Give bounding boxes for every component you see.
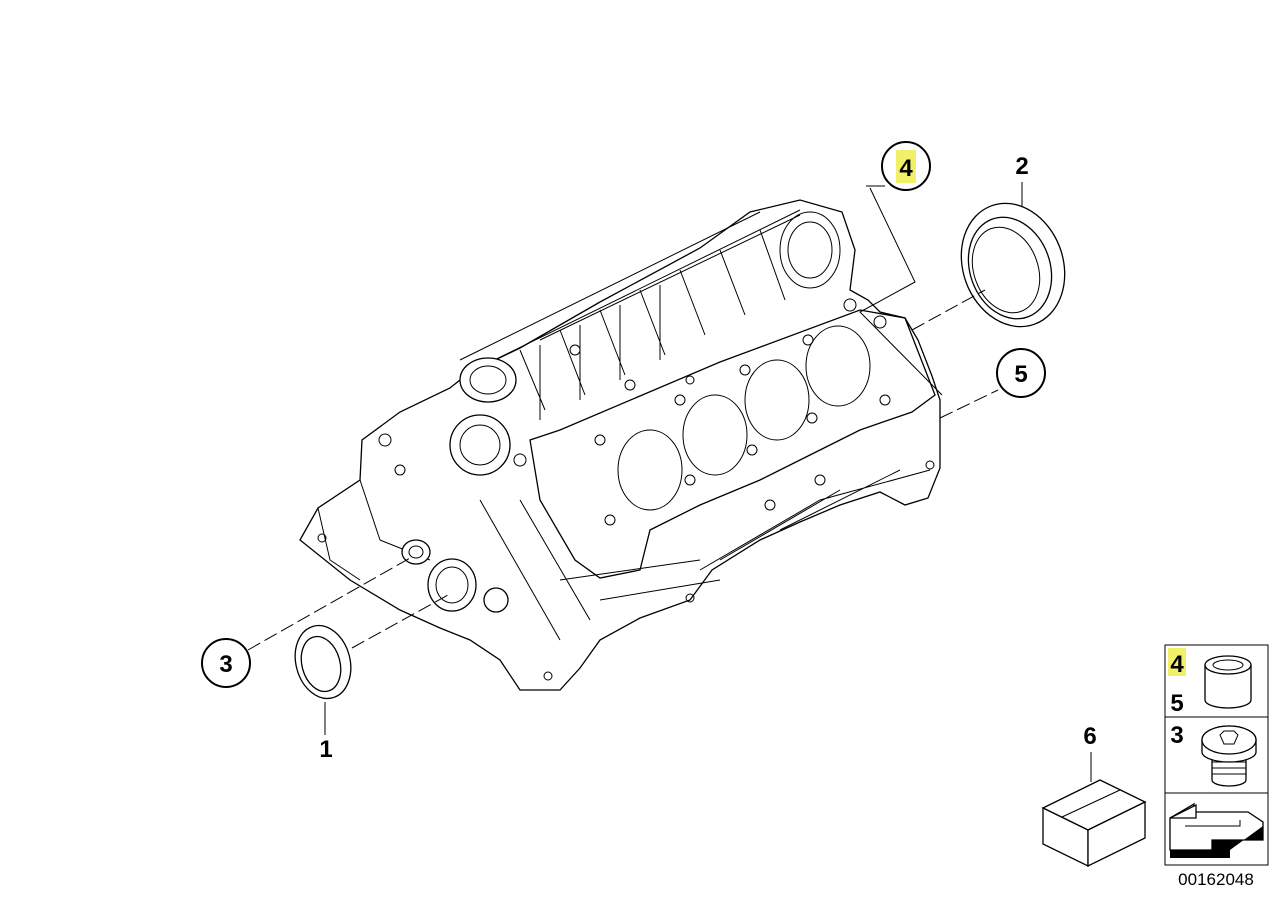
callout-4-highlight <box>896 150 916 183</box>
legend-4-highlight <box>1168 648 1186 676</box>
document-number: 00162048 <box>1178 870 1254 889</box>
callout-6-label: 6 <box>1083 723 1096 750</box>
legend-row1-bottom-label: 5 <box>1170 690 1183 717</box>
arrow-icon <box>1169 802 1264 858</box>
legend-row2-label: 3 <box>1170 722 1183 749</box>
leader-lines <box>247 182 1092 782</box>
screw-plug-icon <box>1201 725 1257 787</box>
callout-2[interactable]: 2 <box>1015 153 1028 180</box>
callout-4[interactable]: 4 <box>881 141 931 191</box>
legend-row1-top-label: 4 <box>1170 651 1184 678</box>
callout-3[interactable]: 3 <box>201 638 251 688</box>
callout-4-label: 4 <box>899 155 913 182</box>
callout-6[interactable]: 6 <box>1083 723 1096 750</box>
sleeve-plug-icon <box>1204 655 1252 709</box>
callout-3-label: 3 <box>219 651 232 678</box>
rear-seal-ring <box>960 202 1066 328</box>
legend-row-screw-plug[interactable]: 3 <box>1170 722 1257 787</box>
legend-row-sleeve[interactable]: 4 5 <box>1168 648 1252 717</box>
engine-block <box>299 199 941 691</box>
callout-1-label: 1 <box>319 736 332 763</box>
front-seal-ring <box>294 624 352 700</box>
box-icon <box>1041 779 1147 868</box>
callout-5[interactable]: 5 <box>996 348 1046 398</box>
callout-5-label: 5 <box>1014 361 1027 388</box>
callout-2-label: 2 <box>1015 153 1028 180</box>
callout-1[interactable]: 1 <box>319 736 332 763</box>
legend-panel: 4 5 3 <box>1164 644 1269 866</box>
